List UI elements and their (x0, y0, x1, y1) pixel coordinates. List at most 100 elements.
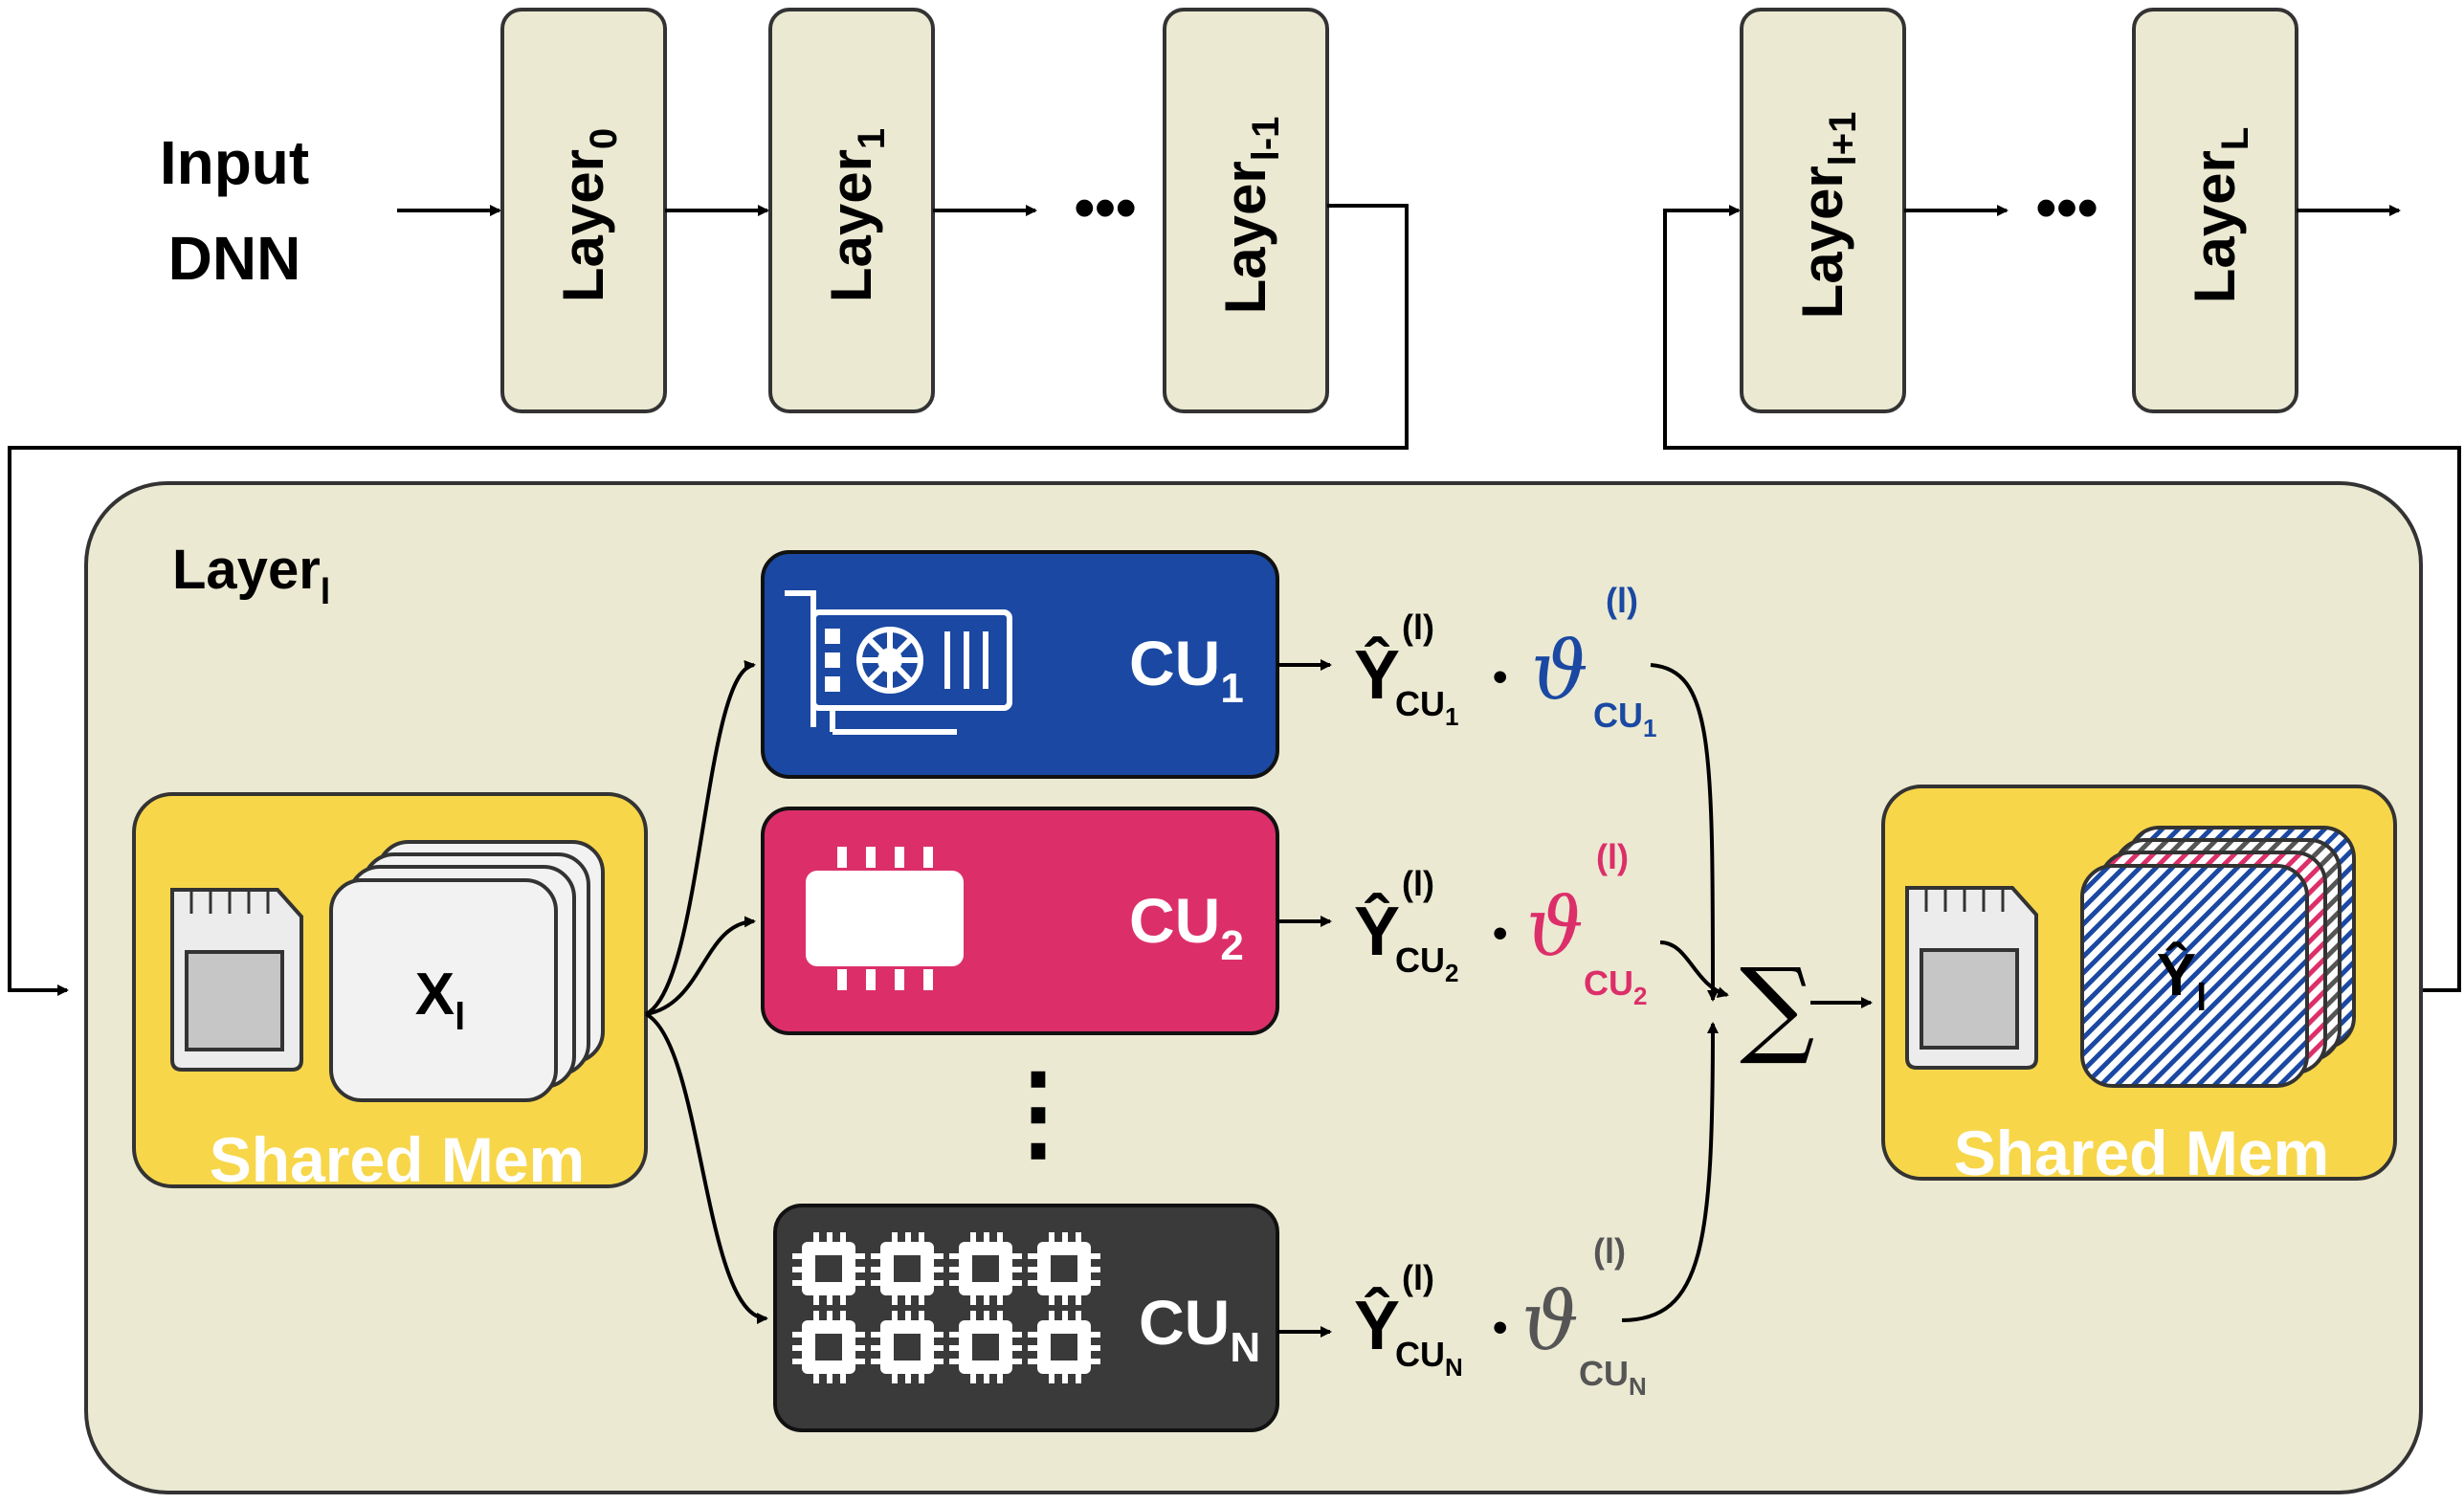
output-term-2: Ŷ (l) CU2 • ϑ (l) CU2 (1354, 837, 1647, 1010)
theta-2-sub-idx: 2 (1633, 982, 1647, 1010)
tensor-x-card (329, 878, 558, 1102)
ellipsis-right: ••• (2035, 175, 2098, 241)
y-hat-1-sup: (l) (1402, 608, 1434, 647)
svg-text:Layerl+1: Layerl+1 (1790, 112, 1864, 320)
y-hat-1-sub: CU (1395, 684, 1445, 723)
output-shared-mem: Ŷl Shared Mem (1881, 785, 2397, 1188)
output-term-n: Ŷ (l) CUN • ϑ (l) CUN (1354, 1231, 1647, 1401)
cun-sub: N (1230, 1324, 1260, 1371)
svg-text:CU2: CU2 (1584, 963, 1647, 1010)
layer-L-sub: L (2214, 127, 2256, 150)
svg-text:Layerl-1: Layerl-1 (1213, 117, 1287, 315)
dnn-label: DNN (168, 224, 301, 293)
compute-unit-n: CUN (773, 1204, 1279, 1432)
svg-text:CU2: CU2 (1129, 885, 1244, 969)
theta-n-sub-idx: N (1629, 1372, 1647, 1401)
theta-n-sub: CU (1579, 1354, 1629, 1393)
input-dnn-label: Input DNN (160, 128, 309, 293)
sd-card-icon (170, 888, 303, 1072)
tensor-x-sub: l (455, 996, 465, 1038)
tensor-y-sub: l (2196, 977, 2207, 1019)
cpu-core-icon (1028, 1311, 1100, 1383)
cpu-core-icon (949, 1232, 1022, 1305)
arrow-mem-to-cun (644, 1012, 768, 1324)
cpu-core-icon (871, 1232, 943, 1305)
svg-text:Layerl: Layerl (172, 539, 330, 612)
theta-2-sub: CU (1584, 963, 1633, 1003)
layer-box-l-minus-1: Layerl-1 (1163, 8, 1329, 413)
cu2-sub: 2 (1220, 922, 1243, 969)
y-hat-n-sub-idx: N (1445, 1353, 1463, 1382)
cpu-core-icon (792, 1232, 865, 1305)
svg-text:Layer1: Layer1 (819, 128, 893, 302)
theta-2: ϑ (1526, 880, 1584, 974)
ellipsis-left: ••• (1074, 175, 1136, 241)
y-hat-n-sub: CU (1395, 1335, 1445, 1374)
theta-1-sub: CU (1593, 696, 1643, 735)
cun-label: CU (1139, 1287, 1230, 1358)
cu1-label: CU (1129, 628, 1220, 698)
compute-unit-2: CU2 (761, 807, 1279, 1035)
arrow-mem-to-cu1 (644, 660, 756, 1016)
layer-box-0: Layer0 (500, 8, 667, 413)
theta-1-sub-idx: 1 (1643, 714, 1656, 742)
cpu-core-icon (871, 1311, 943, 1383)
y-hat-2-sup: (l) (1402, 864, 1434, 903)
input-shared-mem: Xl Shared Mem (132, 792, 648, 1195)
cpu-core-icon (949, 1311, 1022, 1383)
output-shared-mem-label: Shared Mem (1954, 1117, 2329, 1188)
theta-2-sup: (l) (1596, 837, 1629, 876)
tensor-y-card (2080, 864, 2309, 1088)
theta-n: ϑ (1521, 1274, 1579, 1368)
y-hat-n: Ŷ (1354, 1287, 1400, 1364)
curve-termn-to-sum (1621, 1022, 1719, 1322)
tensor-x-label: X (415, 962, 455, 1028)
layer-box-l-plus-1: Layerl+1 (1740, 8, 1906, 413)
svg-text:CU1: CU1 (1395, 684, 1458, 731)
layer-l-plus-1-label: Layer (1790, 166, 1854, 319)
layer-l-title-sub: l (321, 572, 331, 612)
svg-text:CU1: CU1 (1593, 696, 1656, 742)
dot-n: • (1493, 1304, 1507, 1351)
arrow-mem-to-cu2 (645, 916, 756, 1016)
tensor-y-label: Ŷ (2157, 942, 2196, 1008)
svg-text:Layer0: Layer0 (551, 128, 625, 302)
layer-0-sub: 0 (583, 128, 625, 149)
curve-term1-to-sum (1650, 663, 1719, 1002)
svg-text:CU1: CU1 (1129, 628, 1244, 712)
layer-1-sub: 1 (851, 128, 893, 149)
y-hat-2-sub-idx: 2 (1445, 959, 1458, 987)
output-term-1: Ŷ (l) CU1 • ϑ (l) CU1 (1354, 581, 1656, 742)
svg-text:LayerL: LayerL (2183, 127, 2256, 304)
theta-1: ϑ (1531, 624, 1588, 718)
y-hat-1: Ŷ (1354, 636, 1400, 714)
layer-l-minus-1-sub: l-1 (1245, 117, 1287, 162)
layer-l-title: Layer (172, 539, 321, 601)
memory-chip-icon (806, 847, 964, 990)
curve-term2-to-sum (1659, 940, 1729, 999)
cu1-sub: 1 (1220, 665, 1243, 712)
vertical-ellipsis: ⋮ (986, 1053, 1091, 1171)
layer-box-1: Layer1 (768, 8, 935, 413)
theta-n-sup: (l) (1593, 1231, 1626, 1271)
theta-1-sup: (l) (1606, 581, 1638, 620)
connector-layer-l-minus-1-to-panel (8, 204, 1409, 996)
input-label: Input (160, 128, 309, 197)
svg-text:Xl: Xl (415, 962, 465, 1038)
svg-text:CUN: CUN (1579, 1354, 1647, 1401)
y-hat-n-sup: (l) (1402, 1258, 1434, 1297)
dot-1: • (1493, 653, 1507, 700)
layer-L-label: Layer (2183, 150, 2247, 303)
layer-l-plus-1-sub: l+1 (1822, 112, 1864, 166)
compute-unit-1: CU1 (761, 550, 1279, 779)
cu2-label: CU (1129, 885, 1220, 956)
y-hat-2: Ŷ (1354, 893, 1400, 970)
cpu-core-icon (1028, 1232, 1100, 1305)
input-shared-mem-label: Shared Mem (210, 1124, 585, 1195)
dot-2: • (1493, 910, 1507, 957)
layer-box-L: LayerL (2132, 8, 2298, 413)
y-hat-2-sub: CU (1395, 940, 1445, 980)
y-hat-1-sub-idx: 1 (1445, 702, 1458, 731)
layer-1-label: Layer (819, 149, 883, 302)
svg-text:Ŷl: Ŷl (2157, 942, 2207, 1019)
